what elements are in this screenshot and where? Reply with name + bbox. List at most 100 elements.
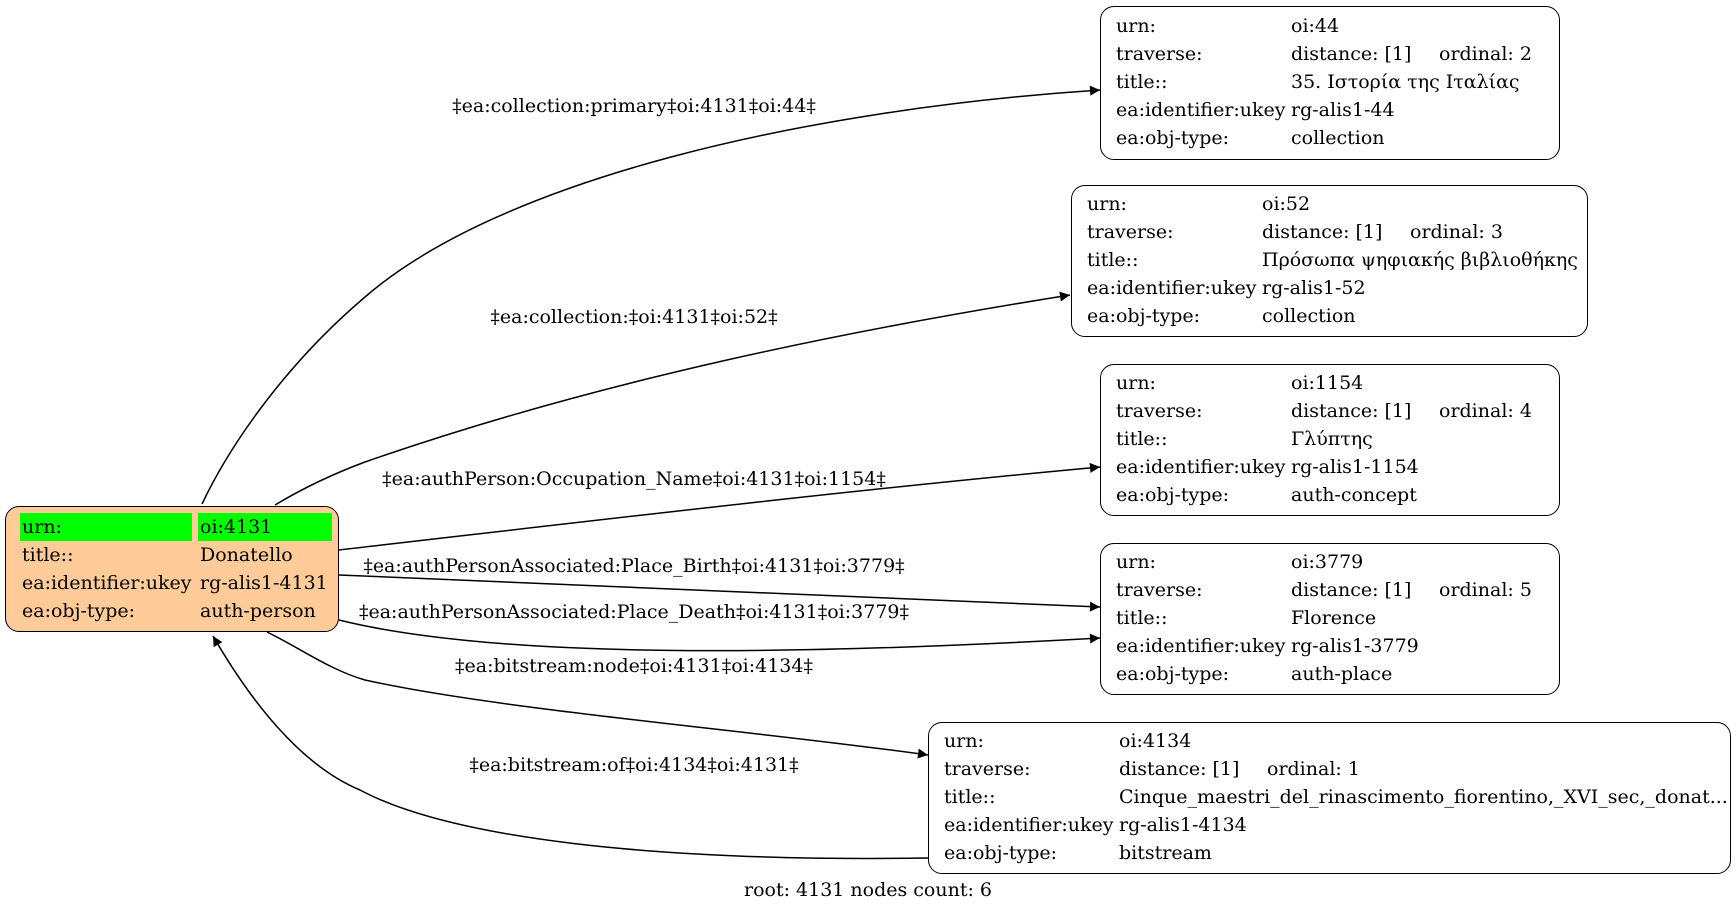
edge-label: ‡ea:bitstream:of‡oi:4134‡oi:4131‡ <box>469 754 798 776</box>
node-key: ea:identifier:ukey <box>1116 456 1286 478</box>
node-value: Donatello <box>200 544 293 566</box>
root-node[interactable]: urn: oi:4131 title:: Donatello ea:identi… <box>5 506 339 632</box>
node-key: ea:obj-type: <box>1116 663 1230 685</box>
node-value: oi:4131 <box>198 513 332 541</box>
node-value: rg-alis1-52 <box>1262 277 1366 299</box>
node-row: traverse:distance: [1]ordinal: 4 <box>1101 397 1561 425</box>
node-key: ea:identifier:ukey <box>1087 277 1257 299</box>
node-value: rg-alis1-3779 <box>1291 635 1419 657</box>
node-value: collection <box>1262 305 1356 327</box>
edge-label: ‡ea:authPersonAssociated:Place_Birth‡oi:… <box>363 555 904 577</box>
node-key: traverse: <box>1116 579 1203 601</box>
edge-place-death <box>338 619 1101 652</box>
node-value: rg-alis1-1154 <box>1291 456 1419 478</box>
node-key: urn: <box>1116 15 1156 37</box>
node-key: ea:obj-type: <box>944 842 1058 864</box>
node-key: title:: <box>1087 249 1139 271</box>
node-value: Cinque_maestri_del_rinascimento_fiorenti… <box>1119 786 1728 808</box>
node-oi-52[interactable]: urn:oi:52 traverse:distance: [1]ordinal:… <box>1071 185 1588 337</box>
node-oi-4134[interactable]: urn: oi:4134 traverse: distance: [1] ordina… <box>928 722 1731 874</box>
node-ordinal: ordinal: 1 <box>1267 758 1360 780</box>
node-ordinal: ordinal: 4 <box>1439 400 1532 422</box>
edge-label: ‡ea:authPerson:Occupation_Name‡oi:4131‡o… <box>382 468 886 490</box>
node-value: oi:44 <box>1291 15 1340 37</box>
node-value: auth-place <box>1291 663 1393 685</box>
node-key: title:: <box>1116 71 1168 93</box>
node-row: urn: oi:44 <box>1101 12 1561 40</box>
node-key: urn: <box>1087 193 1127 215</box>
node-value: oi:52 <box>1262 193 1311 215</box>
node-key: ea:identifier:ukey <box>944 814 1114 836</box>
node-key: urn: <box>20 513 192 541</box>
node-row: title:: Donatello <box>6 541 340 569</box>
edge-occupation <box>338 462 1101 551</box>
node-row: urn:oi:3779 <box>1101 548 1561 576</box>
node-value: rg-alis1-4131 <box>200 572 328 594</box>
node-distance: distance: [1] <box>1262 221 1383 243</box>
node-value: rg-alis1-44 <box>1291 99 1395 121</box>
node-distance: distance: [1] <box>1119 758 1240 780</box>
node-oi-3779[interactable]: urn:oi:3779 traverse: distance: [1] ordina… <box>1100 543 1560 695</box>
node-value: bitstream <box>1119 842 1212 864</box>
node-key: ea:obj-type: <box>22 600 136 622</box>
node-key: ea:identifier:ukey <box>1116 99 1286 121</box>
edge-label: ‡ea:authPersonAssociated:Place_Death‡oi:… <box>359 601 909 623</box>
node-key: ea:obj-type: <box>1087 305 1201 327</box>
node-value: collection <box>1291 127 1385 149</box>
node-key: traverse: <box>1116 400 1203 422</box>
node-key: urn: <box>944 730 984 752</box>
node-key: title:: <box>1116 428 1168 450</box>
node-value: Γλύπτης <box>1291 428 1373 450</box>
node-key: urn: <box>1116 372 1156 394</box>
node-oi-1154[interactable]: urn: oi:1154 traverse:distance: [1]ordina… <box>1100 364 1560 516</box>
node-key: title:: <box>944 786 996 808</box>
edge-label: ‡ea:collection:‡oi:4131‡oi:52‡ <box>490 306 777 328</box>
edge-bitstream-node <box>266 631 929 759</box>
node-ordinal: ordinal: 5 <box>1439 579 1532 601</box>
edge-collection <box>274 291 1071 506</box>
node-row: title::Πρόσωπα ψηφιακής βιβλιοθήκης <box>1072 246 1589 274</box>
node-row: urn: oi:52 <box>1072 190 1589 218</box>
node-row: ea:obj-type: auth-person <box>6 597 340 625</box>
node-value: oi:4134 <box>1119 730 1192 752</box>
edge-bitstream-of <box>212 635 929 860</box>
node-row: urn: oi:4134 <box>929 727 1732 755</box>
node-key: traverse: <box>1116 43 1203 65</box>
node-row: traverse:distance: [1]ordinal: 2 <box>1101 40 1561 68</box>
graph-footer: root: 4131 nodes count: 6 <box>743 879 993 901</box>
node-row: traverse: distance: [1] ordinal: 1 <box>929 755 1732 783</box>
node-row: traverse: distance: [1] ordinal: 5 <box>1101 576 1561 604</box>
node-row: title::35. Ιστορία της Ιταλίας <box>1101 68 1561 96</box>
node-oi-44[interactable]: urn: oi:44 traverse:distance: [1]ordinal:… <box>1100 6 1560 160</box>
node-row: title::Florence <box>1101 604 1561 632</box>
node-ordinal: ordinal: 3 <box>1410 221 1503 243</box>
node-value: rg-alis1-4134 <box>1119 814 1247 836</box>
node-row: title::Cinque_maestri_del_rinascimento_f… <box>929 783 1732 811</box>
node-value: oi:1154 <box>1291 372 1364 394</box>
node-key: ea:identifier:ukey <box>1116 635 1286 657</box>
node-value: Πρόσωπα ψηφιακής βιβλιοθήκης <box>1262 249 1578 271</box>
node-key: traverse: <box>944 758 1031 780</box>
edge-label: ‡ea:bitstream:node‡oi:4131‡oi:4134‡ <box>455 655 813 677</box>
node-row: traverse:distance: [1]ordinal: 3 <box>1072 218 1589 246</box>
node-row: title::Γλύπτης <box>1101 425 1561 453</box>
edge-label: ‡ea:collection:primary‡oi:4131‡oi:44‡ <box>452 95 816 117</box>
node-row: urn: oi:1154 <box>1101 369 1561 397</box>
node-row: ea:obj-type: collection <box>1072 302 1589 330</box>
node-value: auth-person <box>200 600 316 622</box>
node-row: ea:obj-type: bitstream <box>929 839 1732 867</box>
node-key: ea:obj-type: <box>1116 484 1230 506</box>
node-key: title:: <box>22 544 74 566</box>
node-row: urn: oi:4131 <box>6 513 340 541</box>
node-ordinal: ordinal: 2 <box>1439 43 1532 65</box>
node-distance: distance: [1] <box>1291 579 1412 601</box>
node-key: urn: <box>1116 551 1156 573</box>
node-key: ea:identifier:ukey <box>22 572 192 594</box>
node-row: ea:obj-type: auth-place <box>1101 660 1561 688</box>
